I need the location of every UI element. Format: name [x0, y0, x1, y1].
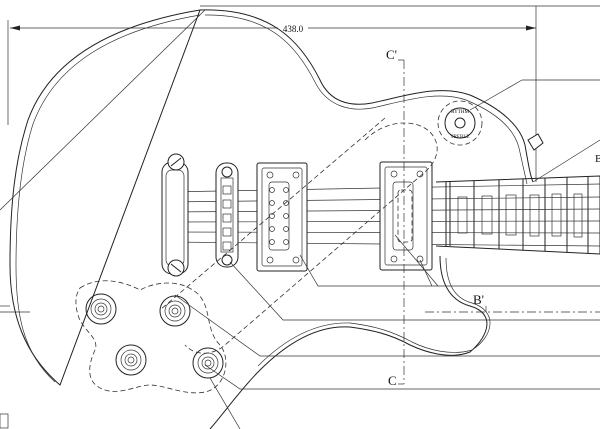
- bridge-pickup: [256, 162, 308, 272]
- volume-knob-2: [115, 344, 147, 376]
- neck-pickup: [379, 161, 433, 271]
- section-c-top-label: C': [386, 47, 397, 62]
- tone-knob-1: [159, 295, 191, 327]
- control-knobs: [85, 293, 224, 379]
- body-outline: [9, 9, 534, 429]
- section-c-bottom-label: C: [388, 373, 397, 388]
- overall-dimension-value: 438.0: [283, 24, 304, 34]
- control-cavity-outline: [75, 280, 227, 394]
- toggle-label-bottom: TREBLE: [451, 135, 470, 140]
- volume-knob-1: [85, 293, 117, 325]
- corner-mark: [0, 413, 9, 429]
- fretboard: [435, 139, 600, 255]
- overall-dimension: 438.0: [7, 5, 600, 182]
- strap-button: [527, 133, 544, 151]
- section-line-c: C' C: [386, 47, 405, 388]
- stop-tailpiece: [161, 153, 189, 277]
- toggle-label-top: RYTHM: [451, 110, 469, 115]
- section-b-label: B': [473, 292, 484, 307]
- tuneomatic-bridge: [215, 162, 239, 268]
- callout-leaders: [0, 79, 600, 429]
- tone-knob-2: [192, 347, 224, 379]
- section-line-b: B': [425, 292, 600, 313]
- edge-letter-b: B: [595, 153, 600, 165]
- toggle-switch: RYTHM TREBLE: [437, 100, 483, 146]
- leader-line-upper: [0, 9, 206, 211]
